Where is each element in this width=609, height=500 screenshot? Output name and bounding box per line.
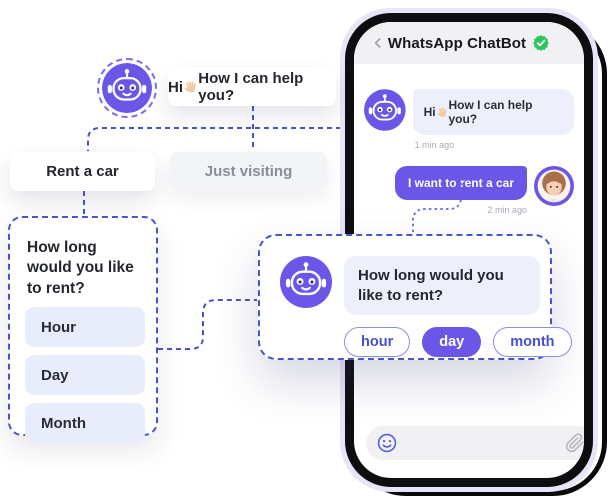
message-input-bar bbox=[366, 423, 584, 463]
wave-hand-icon bbox=[437, 107, 447, 117]
message-text: Hi bbox=[423, 105, 436, 119]
message-user: I want to rent a car 2 min ago bbox=[354, 166, 584, 215]
smiley-icon[interactable] bbox=[376, 432, 398, 454]
duration-popup-card: How long would you like to rent? hour da… bbox=[258, 234, 572, 360]
pill-hour[interactable]: hour bbox=[344, 327, 411, 357]
flow-rent-duration-panel: How long would you like to rent? Hour Da… bbox=[8, 216, 158, 444]
verified-badge-icon bbox=[533, 35, 549, 51]
robot-icon bbox=[102, 63, 152, 113]
wave-hand-icon bbox=[184, 81, 196, 93]
message-text: How I can help you? bbox=[448, 98, 533, 126]
robot-icon bbox=[280, 256, 332, 308]
panel-question: How long would you like to rent? bbox=[27, 239, 134, 297]
chevron-left-icon bbox=[374, 38, 381, 48]
message-text-input[interactable] bbox=[404, 436, 559, 450]
user-avatar bbox=[534, 166, 574, 206]
chat-title: WhatsApp ChatBot bbox=[387, 34, 527, 52]
flow-greeting-box: Hi How I can help you? bbox=[168, 68, 336, 106]
flow-option-rent-a-car[interactable]: Rent a car bbox=[10, 152, 155, 191]
option-label: Rent a car bbox=[46, 163, 119, 180]
pill-month[interactable]: month bbox=[493, 327, 572, 357]
user-message-bubble: I want to rent a car bbox=[394, 166, 527, 200]
robot-icon bbox=[364, 89, 406, 131]
greeting-suffix: How I can help you? bbox=[198, 70, 304, 104]
pill-day[interactable]: day bbox=[422, 327, 482, 357]
panel-option-hour[interactable]: Hour bbox=[25, 307, 145, 348]
flow-option-just-visiting[interactable]: Just visiting bbox=[170, 152, 327, 191]
option-label: Just visiting bbox=[204, 163, 293, 180]
popup-question: How long would you like to rent? bbox=[344, 256, 540, 315]
paperclip-icon[interactable] bbox=[565, 433, 584, 453]
bot-message-bubble: Hi How I ca bbox=[412, 89, 574, 135]
message-input[interactable] bbox=[366, 426, 584, 460]
chat-header: WhatsApp ChatBot bbox=[354, 22, 584, 64]
popup-option-pills: hour day month bbox=[344, 327, 572, 357]
panel-option-month[interactable]: Month bbox=[25, 403, 145, 444]
timestamp: 1 min ago bbox=[414, 140, 455, 150]
message-bot: Hi How I ca bbox=[354, 89, 584, 150]
greeting-prefix: Hi bbox=[168, 78, 183, 96]
back-button[interactable] bbox=[370, 33, 390, 53]
flow-bot-avatar-ring bbox=[97, 58, 157, 118]
panel-option-day[interactable]: Day bbox=[25, 355, 145, 396]
timestamp: 2 min ago bbox=[487, 205, 527, 215]
